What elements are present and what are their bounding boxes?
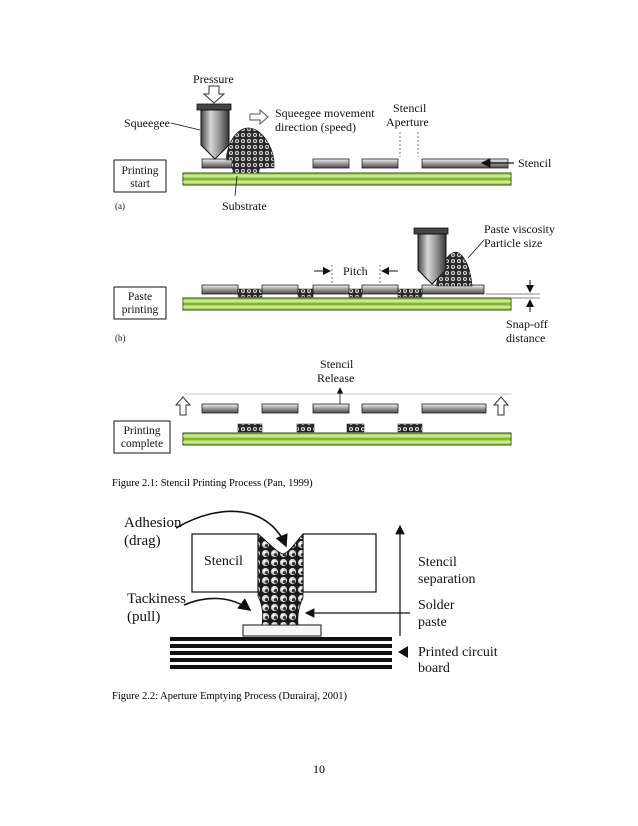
stencil-block-right <box>302 533 377 593</box>
pcb-label-2: board <box>418 661 450 676</box>
solder-paste-heap <box>225 127 275 169</box>
adhesion-arrow <box>175 510 288 548</box>
substrate-leader <box>234 175 238 197</box>
aperture-label-1: Stencil <box>393 101 427 115</box>
aperture-label-2: Aperture <box>386 115 429 129</box>
printing-complete-label-1: Printing <box>123 425 160 437</box>
adhesion-label-2: (drag) <box>124 533 161 549</box>
pitch-label: Pitch <box>343 264 368 278</box>
figure-2-2: Adhesion (drag) Stencil Tackiness (pull)… <box>124 510 498 676</box>
snapoff-label-2: distance <box>506 331 545 345</box>
paste-deposits <box>237 423 423 433</box>
printing-start-label-1: Printing <box>121 165 158 177</box>
pressure-arrow-icon <box>202 85 226 104</box>
stencil-block-left <box>191 533 259 593</box>
panel-b-tag: (b) <box>115 333 126 343</box>
page-number: 10 <box>313 762 325 776</box>
figure-2-2-caption: Figure 2.2: Aperture Emptying Process (D… <box>112 691 348 702</box>
printing-complete-box <box>113 420 171 454</box>
movement-label-2: direction (speed) <box>275 120 356 134</box>
tackiness-label-1: Tackiness <box>127 591 186 607</box>
particle-label: Particle size <box>484 236 542 250</box>
substrate-board <box>182 432 512 446</box>
viscosity-leader <box>467 239 485 259</box>
substrate-board <box>182 172 512 186</box>
tackiness-label-2: (pull) <box>127 609 160 625</box>
paste-printing-label-2: printing <box>122 304 159 316</box>
separation-label-1: Stencil <box>418 555 457 570</box>
solder-paste-column <box>257 533 304 626</box>
solder-pad <box>242 624 322 637</box>
movement-arrow-icon <box>249 108 269 126</box>
release-label-2: Release <box>317 371 354 385</box>
panel-c: Stencil Release Printing complete <box>113 357 512 454</box>
stencil-label: Stencil <box>518 156 552 170</box>
pcb-board <box>170 637 392 671</box>
substrate-board <box>182 297 512 311</box>
viscosity-label: Paste viscosity <box>484 222 555 236</box>
movement-label-1: Squeegee movement <box>275 106 375 120</box>
pcb-arrow-icon <box>398 646 408 658</box>
solder-label-2: paste <box>418 615 447 630</box>
paste-printing-label-1: Paste <box>128 291 152 303</box>
pressure-label: Pressure <box>193 72 234 86</box>
squeegee-blade <box>413 227 449 285</box>
figure-2-1-caption: Figure 2.1: Stencil Printing Process (Pa… <box>112 478 313 489</box>
printing-start-label-2: start <box>130 178 151 190</box>
stencil-bars <box>201 403 487 414</box>
stencil-label: Stencil <box>204 554 243 569</box>
separation-label-2: separation <box>418 572 476 587</box>
squeegee-leader <box>170 122 201 131</box>
squeegee-blade <box>196 103 232 160</box>
squeegee-label: Squeegee <box>124 116 170 130</box>
paste-printing-box <box>113 286 167 320</box>
release-label-1: Stencil <box>320 357 354 371</box>
panel-b: Paste viscosity Particle size Pitch Past… <box>113 222 555 345</box>
printing-complete-label-2: complete <box>121 438 163 450</box>
pcb-label-1: Printed circuit <box>418 645 498 660</box>
lift-arrow-icon <box>492 396 510 416</box>
adhesion-label-1: Adhesion <box>124 515 182 531</box>
panel-a-tag: (a) <box>115 201 125 211</box>
lift-arrow-icon <box>174 396 192 416</box>
paste-in-aperture <box>232 159 260 173</box>
solder-label-1: Solder <box>418 598 455 613</box>
tackiness-arrow <box>183 597 252 611</box>
substrate-label: Substrate <box>222 199 267 213</box>
snapoff-label-1: Snap-off <box>506 317 548 331</box>
panel-a: Pressure Squeegee Squeegee movement dire… <box>113 72 552 213</box>
paste-deposits <box>237 288 423 298</box>
printing-start-box <box>113 159 167 193</box>
